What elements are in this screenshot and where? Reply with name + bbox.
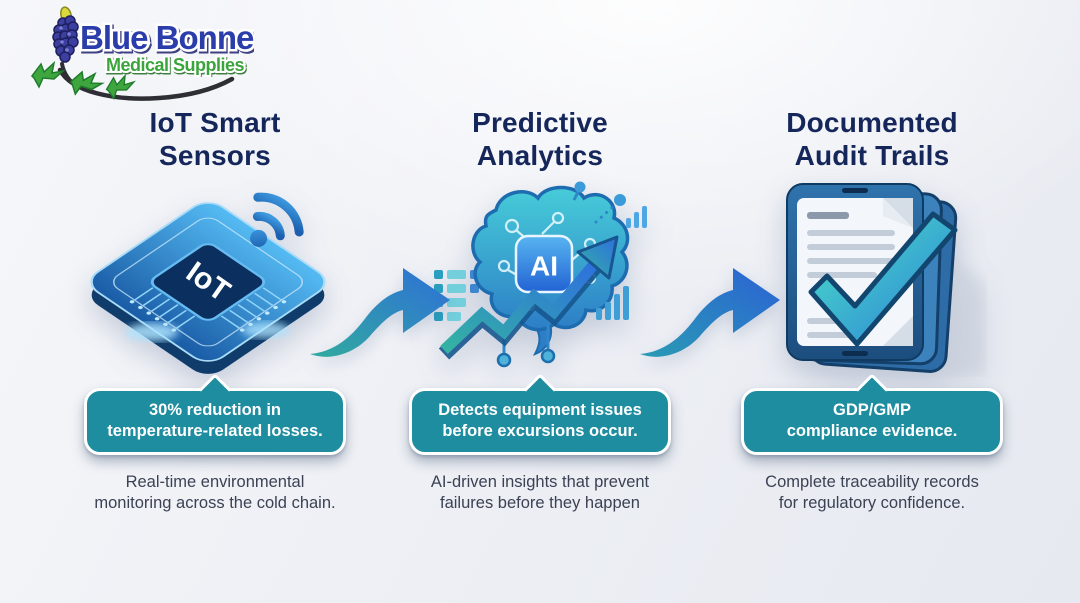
callout-badge: GDP/GMP compliance evidence. bbox=[741, 373, 1003, 455]
column-title: Predictive Analytics bbox=[472, 107, 608, 171]
audit-documents-icon bbox=[786, 182, 985, 374]
circuit-traces bbox=[133, 287, 283, 329]
callout-badge: Detects equipment issues before excursio… bbox=[409, 373, 671, 455]
mini-bar-chart-bottom bbox=[596, 286, 629, 320]
column-caption: Complete traceability records for regula… bbox=[765, 473, 979, 512]
column-caption: AI-driven insights that prevent failures… bbox=[430, 473, 650, 512]
column-documented-audit-trails: Documented Audit Trails bbox=[702, 106, 1042, 514]
mini-bar-chart-top bbox=[626, 206, 647, 228]
ai-label: AI bbox=[530, 251, 558, 282]
logo-name: Blue Bonnet bbox=[80, 19, 254, 56]
logo-tagline: Medical Supplies bbox=[106, 55, 245, 75]
blue-bonnet-logo: Blue Bonnet Medical Supplies bbox=[31, 6, 254, 101]
callout-badge: 30% reduction in temperature-related los… bbox=[84, 373, 346, 455]
column-caption: Real-time environmental monitoring acros… bbox=[94, 473, 336, 512]
flow-arrow-2 bbox=[634, 238, 789, 363]
swoosh-arrow-icon bbox=[310, 268, 450, 357]
column-title: Documented Audit Trails bbox=[786, 107, 958, 171]
logo-leaves bbox=[31, 60, 136, 101]
wifi-icon bbox=[250, 192, 304, 247]
column-iot-smart-sensors: IoT Smart Sensors bbox=[50, 106, 380, 514]
circuit-drop-nodes bbox=[496, 324, 556, 368]
trend-arrow-icon bbox=[438, 235, 619, 360]
iot-chip-icon: IoT bbox=[90, 192, 326, 374]
column-predictive-analytics: Predictive Analytics bbox=[375, 106, 705, 514]
flow-arrow-1 bbox=[304, 238, 459, 363]
bluebonnet-flower-icon bbox=[52, 6, 79, 63]
ai-brain-icon: AI bbox=[434, 181, 647, 368]
checkmark-icon bbox=[808, 211, 958, 346]
column-title: IoT Smart Sensors bbox=[149, 107, 281, 171]
chip-top-face bbox=[90, 202, 326, 362]
ai-chip: AI bbox=[514, 234, 574, 294]
swoosh-arrow-icon bbox=[640, 268, 780, 357]
network-nodes bbox=[572, 181, 626, 224]
